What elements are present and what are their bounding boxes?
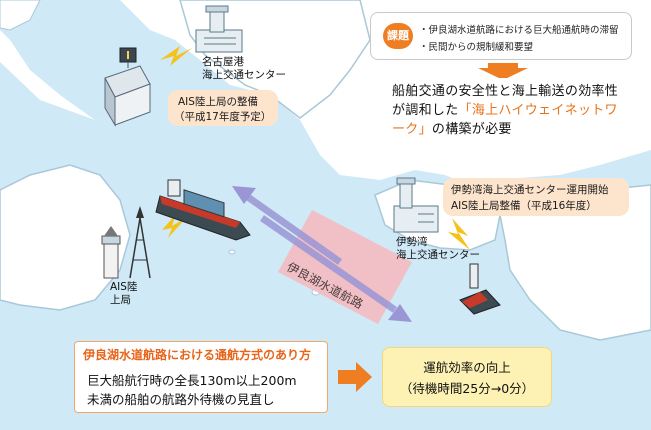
ais-label-line-2: 上局 bbox=[110, 294, 131, 306]
goal-highlight: 「海上ハイウェイネットワ bbox=[458, 103, 618, 118]
goal-highlight: ーク」 bbox=[392, 122, 432, 137]
nagoya-name-line-2: 海上交通センター bbox=[202, 69, 286, 81]
isewan-callout-line-1: 伊勢湾海上交通センター運用開始 bbox=[451, 184, 609, 196]
policy-panel: 伊良湖水道航路における通航方式のあり方 巨大船航行時の全長130m以上200m … bbox=[74, 341, 328, 413]
right-arrow-icon bbox=[338, 362, 372, 392]
nagoya-center-building-icon bbox=[195, 5, 243, 53]
policy-line-2: 未満の船舶の航路外待機の見直し bbox=[87, 392, 275, 407]
signal-bolt-icon bbox=[162, 214, 186, 238]
north-bay bbox=[0, 0, 230, 120]
ais-station-tower-icon bbox=[101, 206, 151, 279]
result-line-1: 運航効率の向上 bbox=[423, 360, 511, 375]
signal-bolt-icon bbox=[160, 46, 192, 66]
isewan-name-line-1: 伊勢湾 bbox=[396, 236, 428, 248]
ais-label-line-1: AIS陸 bbox=[110, 281, 138, 293]
office-building-icon bbox=[104, 47, 151, 127]
goal-line-2: が調和した「海上ハイウェイネットワ bbox=[392, 103, 618, 118]
isewan-center-building-icon bbox=[393, 177, 439, 233]
large-ship-icon bbox=[155, 179, 251, 241]
isewan-callout-line-2: AIS陸上局整備（平成16年度） bbox=[451, 200, 597, 212]
island bbox=[228, 249, 236, 255]
issue-item: ・民間からの規制緩和要望 bbox=[419, 42, 534, 53]
nagoya-callout-line-1: AIS陸上局の整備 bbox=[178, 96, 258, 108]
nagoya-name-line-1: 名古屋港 bbox=[202, 56, 244, 68]
isewan-callout: 伊勢湾海上交通センター運用開始 AIS陸上局整備（平成16年度） bbox=[443, 178, 629, 216]
small-ship-icon bbox=[459, 263, 501, 315]
goal-panel: 船舶交通の安全性と海上輸送の効率性 が調和した「海上ハイウェイネットワ ーク」の… bbox=[382, 78, 634, 138]
nagoya-callout-line-2: （平成17年度予定） bbox=[174, 111, 272, 123]
goal-line-3: ーク」の構築が必要 bbox=[392, 122, 512, 137]
issue-badge: 課題 bbox=[383, 23, 413, 49]
issue-item: ・伊良湖水道航路における巨大船通航時の滞留 bbox=[419, 25, 619, 36]
policy-title: 伊良湖水道航路における通航方式のあり方 bbox=[83, 348, 312, 362]
goal-line-1: 船舶交通の安全性と海上輸送の効率性 bbox=[392, 84, 619, 99]
down-arrow-icon bbox=[478, 63, 528, 80]
nagoya-callout: AIS陸上局の整備 （平成17年度予定） bbox=[168, 90, 278, 126]
land-left-headland bbox=[0, 164, 131, 311]
isewan-name-line-2: 海上交通センター bbox=[396, 249, 480, 261]
signal-bolt-icon bbox=[448, 218, 470, 250]
policy-line-1: 巨大船航行時の全長130m以上200m bbox=[87, 373, 297, 388]
result-line-2: （待機時間25分→0分） bbox=[399, 381, 535, 396]
traffic-arrows bbox=[232, 186, 412, 322]
issue-panel: 課題 ・伊良湖水道航路における巨大船通航時の滞留 ・民間からの規制緩和要望 bbox=[370, 12, 632, 60]
land-north-left bbox=[0, 0, 41, 31]
result-panel: 運航効率の向上 （待機時間25分→0分） bbox=[382, 347, 552, 407]
